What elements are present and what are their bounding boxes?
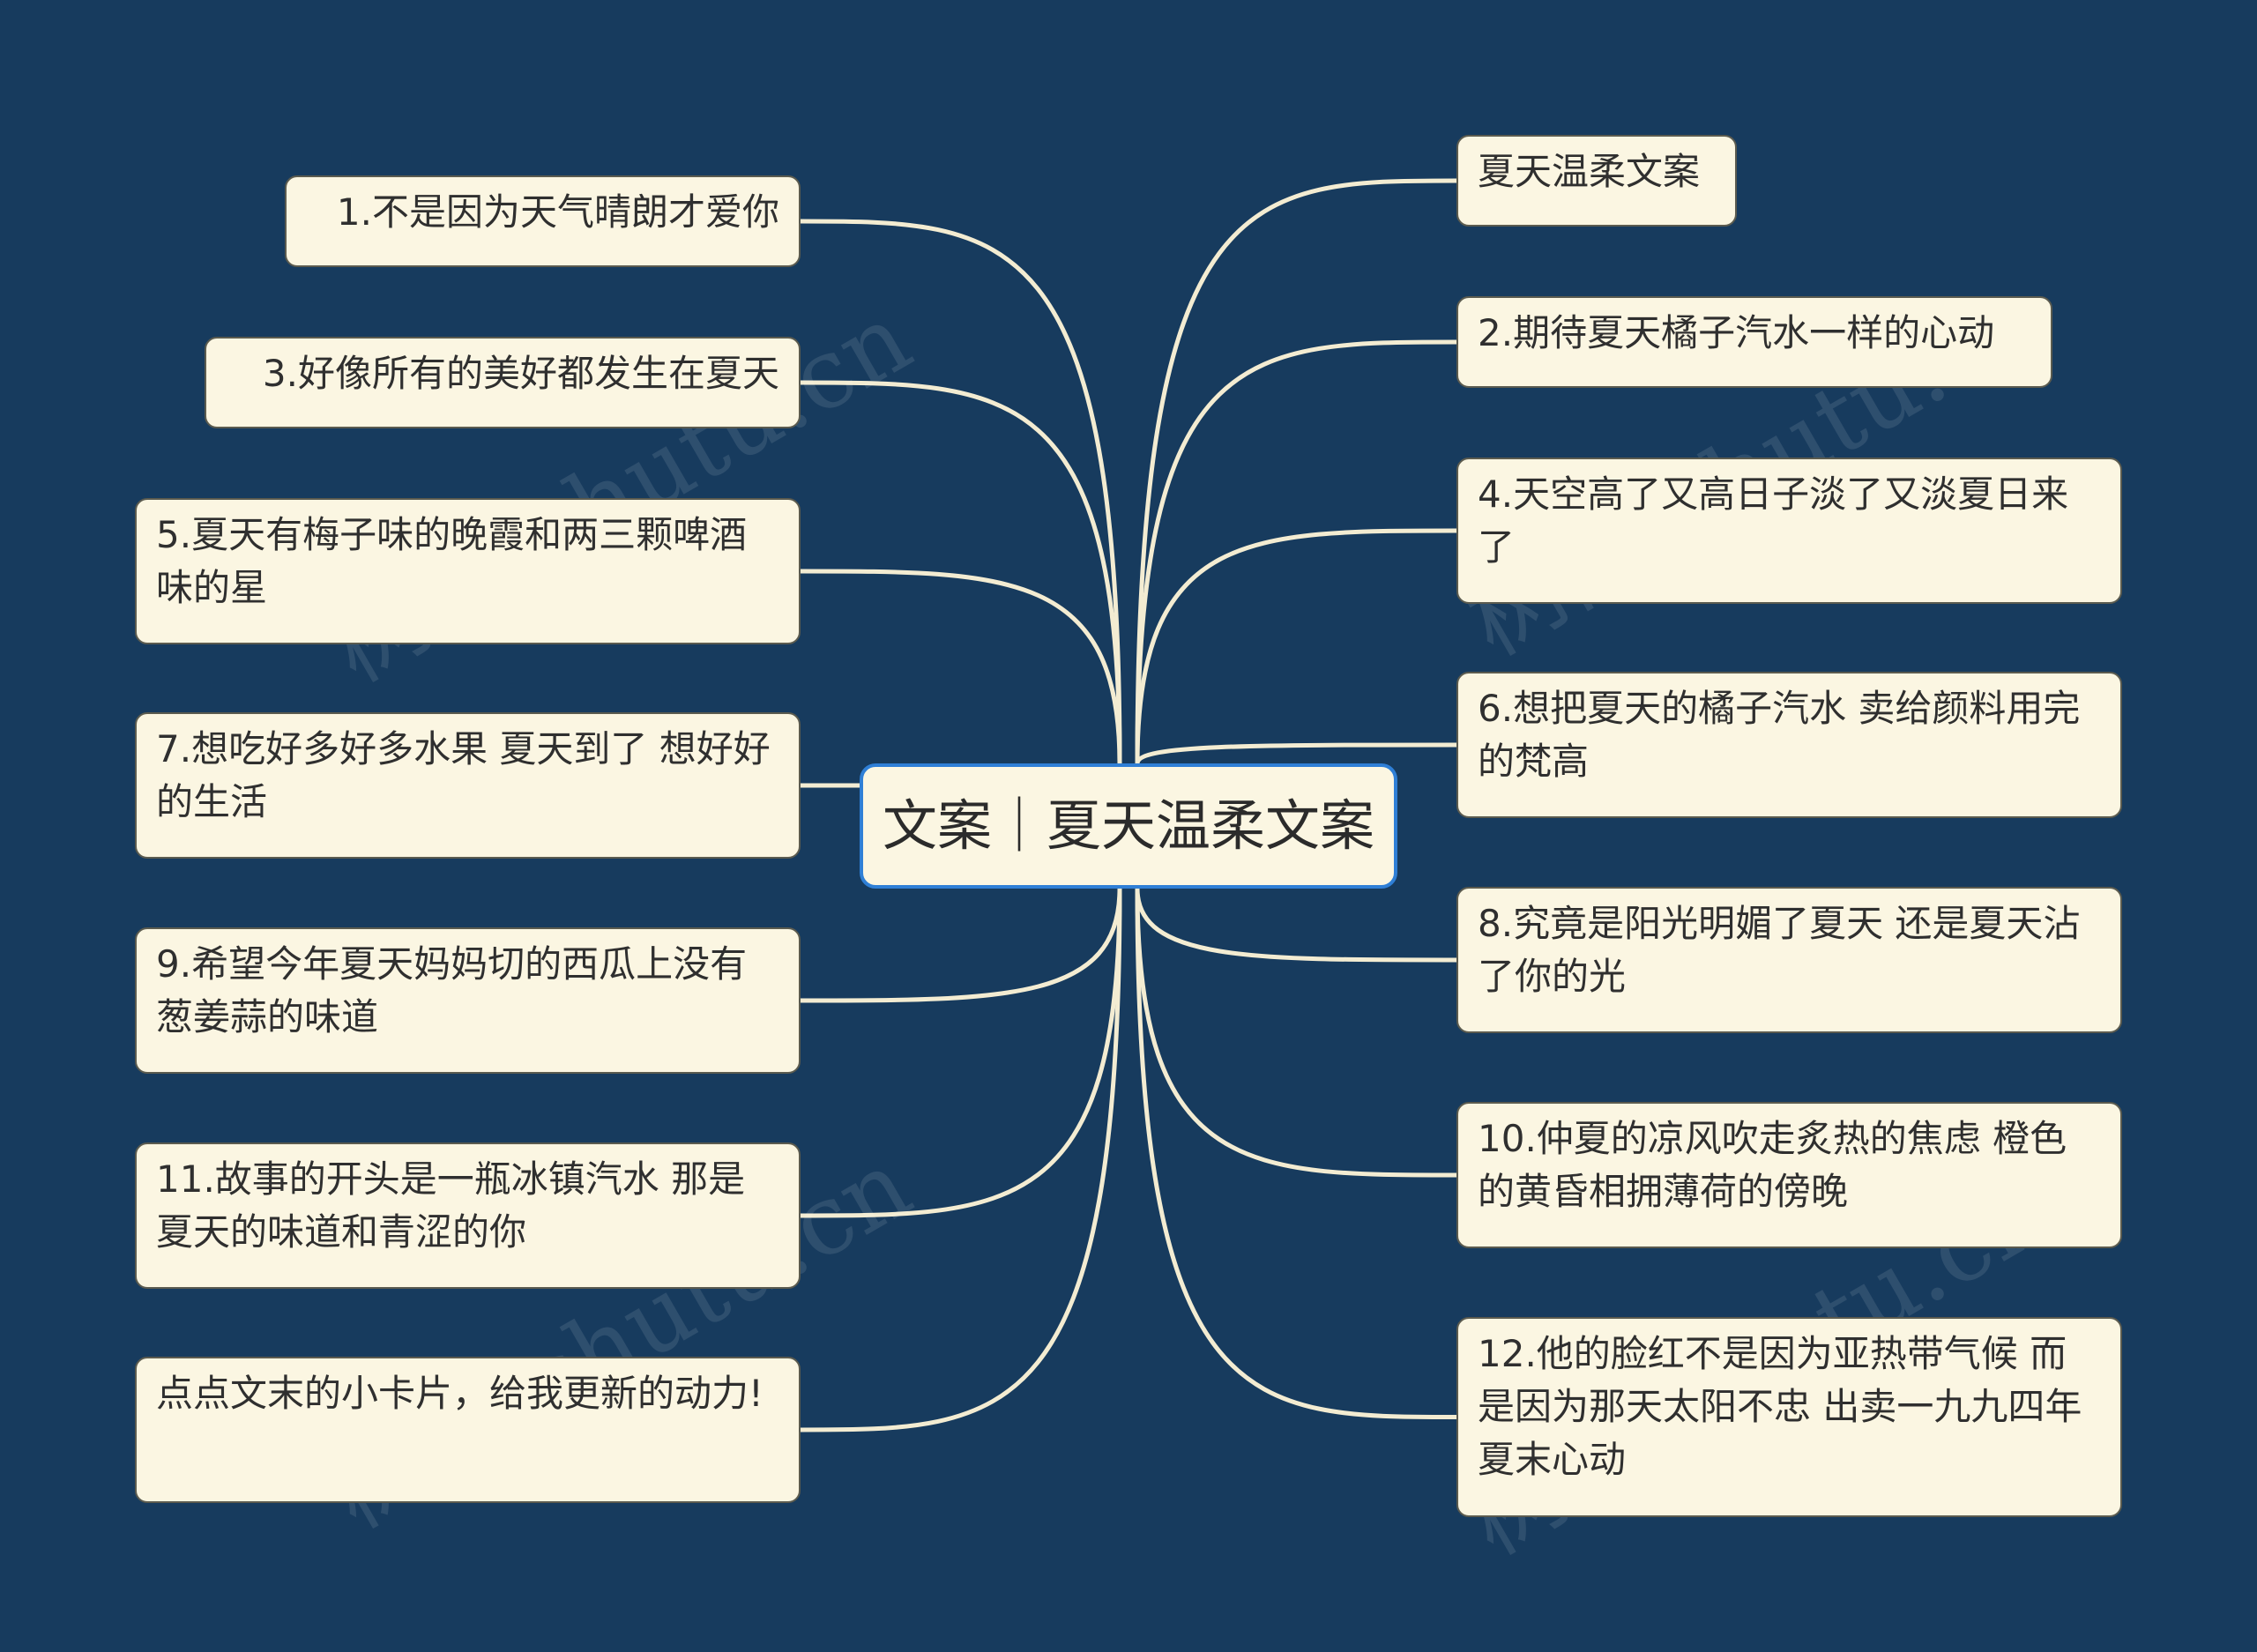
right-branch-node[interactable]: 10.仲夏的凉风吹走炙热的焦虑 橙色的黄昏相拥薄荷的傍晚: [1456, 1102, 2122, 1248]
right-branch-node[interactable]: 8.究竟是阳光明媚了夏天 还是夏天沾了你的光: [1456, 887, 2122, 1033]
left-branch-node[interactable]: 1.不是因为天气晴朗才爱你: [285, 175, 801, 267]
connector-line: [1135, 742, 1459, 766]
connector-line: [798, 886, 1122, 1003]
right-branch-node[interactable]: 夏天温柔文案: [1456, 135, 1737, 227]
connector-line: [1135, 339, 1459, 766]
connector-line: [1135, 886, 1459, 1419]
right-branch-node[interactable]: 6.想把夏天的橘子汽水 卖给颜料用完的梵高: [1456, 672, 2122, 818]
connector-line: [1135, 178, 1459, 766]
right-branch-node[interactable]: 4.天空高了又高日子淡了又淡夏日来了: [1456, 458, 2122, 604]
connector-line: [798, 886, 1122, 1218]
root-topic[interactable]: 文案｜夏天温柔文案: [860, 763, 1397, 889]
left-branch-node[interactable]: 9.希望今年夏天妈妈切的西瓜上没有葱姜蒜的味道: [135, 927, 801, 1074]
connector-line: [1135, 886, 1459, 1178]
connector-line: [798, 380, 1122, 766]
left-branch-node[interactable]: 7.想吃好多好多水果 夏天到了 想好好的生活: [135, 712, 801, 859]
right-branch-node[interactable]: 12.他的脸红不是因为亚热带气候 而是因为那天太阳不忠 出卖一九九四年夏末心动: [1456, 1317, 2122, 1517]
left-branch-node[interactable]: 点点文末的小卡片，给我更新的动力!: [135, 1357, 801, 1503]
connector-line: [798, 219, 1122, 766]
right-branch-node[interactable]: 2.期待夏天橘子汽水一样的心动: [1456, 296, 2052, 388]
left-branch-node[interactable]: 11.故事的开头是一瓶冰镇汽水 那是夏天的味道和青涩的你: [135, 1142, 801, 1289]
left-branch-node[interactable]: 5.夏天有梅子味的晚霞和两三颗啤酒味的星: [135, 498, 801, 644]
connector-line: [798, 569, 1122, 766]
left-branch-node[interactable]: 3.好像所有的美好都发生在夏天: [205, 337, 801, 428]
connector-line: [798, 886, 1122, 1432]
connector-line: [1135, 886, 1459, 963]
connector-line: [1135, 528, 1459, 766]
